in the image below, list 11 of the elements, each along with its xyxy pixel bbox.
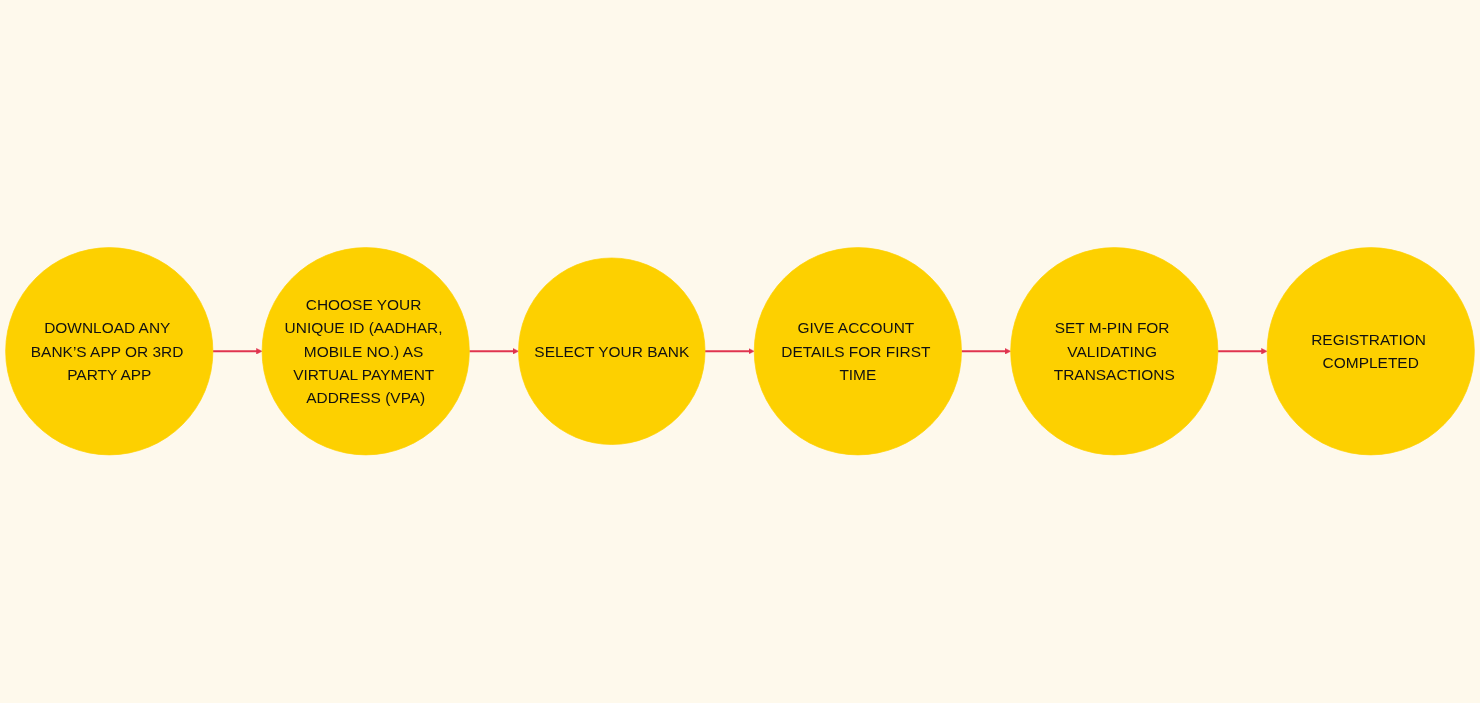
node-circle: DOWNLOAD ANY BANK’S APP OR 3RD PARTY APP [5,247,214,456]
arrow [961,348,1011,355]
arrow [469,348,519,355]
node-circle: REGISTRATION COMPLETED [1266,247,1475,456]
node-circle: SET M-PIN FOR VALIDATING TRANSACTIONS [1010,247,1219,456]
arrow [212,348,263,355]
node-circle: GIVE ACCOUNT DETAILS FOR FIRST TIME [753,247,962,456]
arrow [705,348,755,355]
node-circle: SELECT YOUR BANK [518,257,706,446]
arrow [1217,348,1268,355]
node-circle: CHOOSE YOUR UNIQUE ID (AADHAR, MOBILE NO.) AS VIRTUAL PAYMENT ADDRESS (VPA) [261,247,470,456]
